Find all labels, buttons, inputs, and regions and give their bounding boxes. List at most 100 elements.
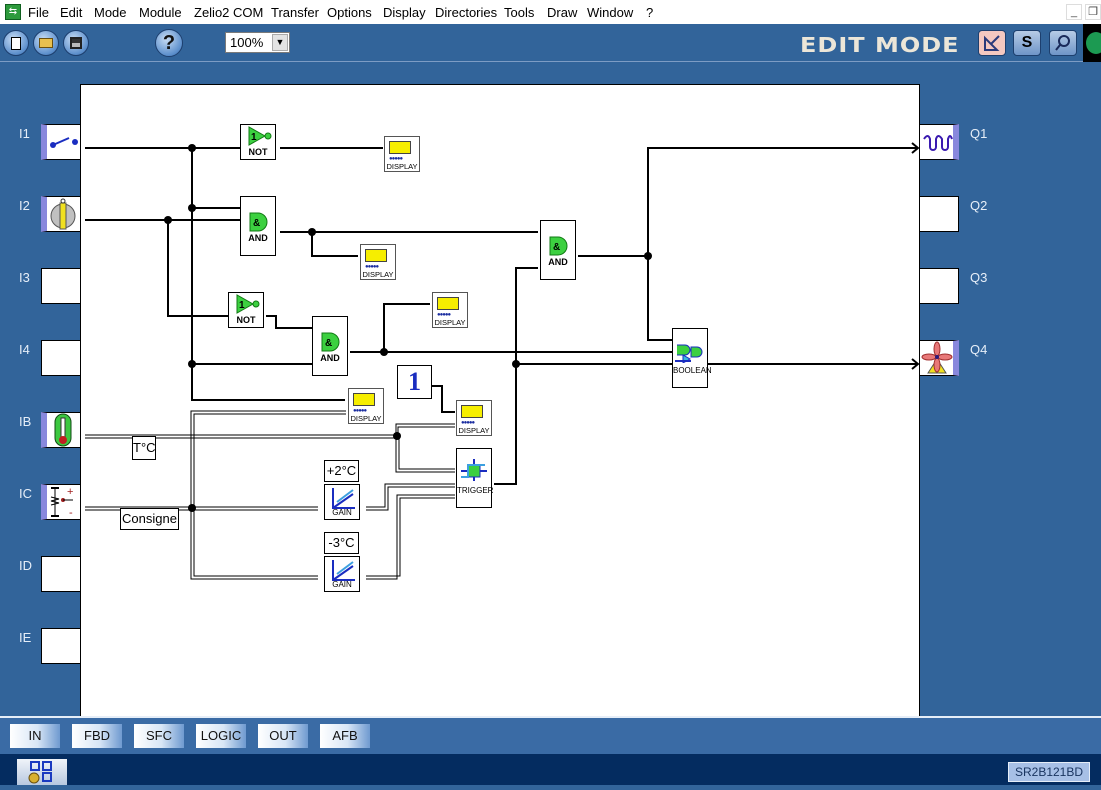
display-label: DISPLAY xyxy=(350,414,382,423)
constant-block[interactable]: 1 xyxy=(397,365,432,399)
output-label-q2: Q2 xyxy=(970,198,988,213)
switch-icon xyxy=(50,137,78,148)
output-label-q4: Q4 xyxy=(970,342,988,357)
boolean-label: BOOLEAN xyxy=(673,366,712,375)
save-button[interactable] xyxy=(63,30,89,56)
tab-fbd[interactable]: FBD xyxy=(72,724,122,748)
new-file-button[interactable] xyxy=(3,30,29,56)
trigger-label: TRIGGER xyxy=(457,486,494,495)
not-block-1[interactable]: 1 NOT xyxy=(240,124,276,160)
input-label-i2: I2 xyxy=(19,198,30,213)
menu-help[interactable]: ? xyxy=(646,5,654,20)
display-block-4[interactable]: ●●●●●DISPLAY xyxy=(348,388,384,424)
gain-block-1[interactable]: GAIN xyxy=(324,484,360,520)
input-slot-id[interactable] xyxy=(41,556,81,592)
menu-draw[interactable]: Draw xyxy=(547,5,578,20)
input-slot-i3[interactable] xyxy=(41,268,81,304)
menu-tools[interactable]: Tools xyxy=(504,5,535,20)
fbd-canvas[interactable] xyxy=(80,84,920,716)
input-slot-i2[interactable] xyxy=(41,196,81,232)
display-block-1[interactable]: ●●●●●DISPLAY xyxy=(384,136,420,172)
svg-text:-: - xyxy=(69,507,73,519)
input-slot-ie[interactable] xyxy=(41,628,81,664)
output-slot-q1[interactable] xyxy=(919,124,959,160)
menu-window[interactable]: Window xyxy=(587,5,634,20)
tab-logic[interactable]: LOGIC xyxy=(196,724,246,748)
app-icon[interactable]: ⇆ xyxy=(5,4,21,20)
and-label: AND xyxy=(320,353,340,363)
open-folder-icon xyxy=(39,38,53,48)
program-config-button[interactable] xyxy=(17,759,67,785)
and-label: AND xyxy=(248,233,268,243)
input-label-ic: IC xyxy=(19,486,32,501)
menu-bar: ⇆ File Edit Mode Module Zelio2 COM Trans… xyxy=(0,0,1101,24)
help-button[interactable]: ? xyxy=(155,29,183,57)
and-block-3[interactable]: & AND xyxy=(540,220,576,280)
open-file-button[interactable] xyxy=(33,30,59,56)
input-slot-ib[interactable] xyxy=(41,412,81,448)
minimize-button[interactable]: _ xyxy=(1066,4,1082,20)
zoom-select[interactable]: 100% ▼ xyxy=(225,32,290,53)
tab-out[interactable]: OUT xyxy=(258,724,308,748)
simulation-mode-button[interactable]: S xyxy=(1013,30,1041,56)
tab-in[interactable]: IN xyxy=(10,724,60,748)
display-label: DISPLAY xyxy=(386,162,418,171)
temperature-label[interactable]: T°C xyxy=(132,436,156,460)
coil-icon xyxy=(923,135,953,151)
display-block-3[interactable]: ●●●●●DISPLAY xyxy=(432,292,468,328)
tab-sfc[interactable]: SFC xyxy=(134,724,184,748)
output-slot-q2[interactable] xyxy=(919,196,959,232)
menu-file[interactable]: File xyxy=(28,5,49,20)
output-slot-q3[interactable] xyxy=(919,268,959,304)
gain-block-2[interactable]: GAIN xyxy=(324,556,360,592)
restore-button[interactable]: ❐ xyxy=(1085,4,1101,20)
menu-options[interactable]: Options xyxy=(327,5,372,20)
svg-text:1: 1 xyxy=(239,300,245,311)
input-label-i1: I1 xyxy=(19,126,30,141)
gain1-offset-label[interactable]: +2°C xyxy=(324,460,359,482)
module-model-badge: SR2B121BD xyxy=(1008,762,1090,782)
thermometer-icon xyxy=(54,413,72,447)
gain-label: GAIN xyxy=(332,508,352,517)
status-bar: SR2B121BD xyxy=(0,754,1101,785)
new-file-icon xyxy=(11,36,21,50)
not-gate-icon: 1 xyxy=(236,294,260,314)
input-slot-i1[interactable] xyxy=(41,124,81,160)
function-blocks-gear-icon xyxy=(28,761,52,784)
boolean-block[interactable]: BOOLEAN xyxy=(672,328,712,388)
constant-value: 1 xyxy=(408,367,421,396)
menu-transfer[interactable]: Transfer xyxy=(271,5,319,20)
gain-icon xyxy=(332,560,355,581)
simulation-s-icon: S xyxy=(1021,34,1033,51)
input-slot-ic[interactable]: +- xyxy=(41,484,81,520)
display-block-2[interactable]: ●●●●●DISPLAY xyxy=(360,244,396,280)
display-block-5[interactable]: ●●●●●DISPLAY xyxy=(456,400,492,436)
menu-display[interactable]: Display xyxy=(383,5,426,20)
tab-afb[interactable]: AFB xyxy=(320,724,370,748)
trigger-block[interactable]: TRIGGER xyxy=(456,448,494,508)
not-gate-icon: 1 xyxy=(248,126,272,146)
output-slot-q4[interactable] xyxy=(919,340,959,376)
input-slot-i4[interactable] xyxy=(41,340,81,376)
menu-module[interactable]: Module xyxy=(139,5,182,20)
display-screen-icon xyxy=(365,249,387,262)
display-label: DISPLAY xyxy=(458,426,490,435)
gain2-offset-label[interactable]: -3°C xyxy=(324,532,359,554)
chevron-down-icon[interactable]: ▼ xyxy=(272,34,288,51)
monitoring-mode-button[interactable] xyxy=(1049,30,1077,56)
hysteresis-icon xyxy=(461,459,487,481)
svg-text:1: 1 xyxy=(251,132,257,143)
output-label-q3: Q3 xyxy=(970,270,988,285)
and-block-1[interactable]: & AND xyxy=(240,196,276,256)
menu-mode[interactable]: Mode xyxy=(94,5,127,20)
menu-zelio2-com[interactable]: Zelio2 COM xyxy=(194,5,264,20)
save-icon xyxy=(70,37,82,49)
setpoint-label[interactable]: Consigne xyxy=(120,508,179,530)
svg-text:&: & xyxy=(253,218,260,229)
menu-directories[interactable]: Directories xyxy=(435,5,498,20)
edit-mode-button[interactable] xyxy=(978,30,1006,56)
menu-edit[interactable]: Edit xyxy=(60,5,83,20)
not-block-2[interactable]: 1 NOT xyxy=(228,292,264,328)
svg-text:&: & xyxy=(325,338,332,349)
and-block-2[interactable]: & AND xyxy=(312,316,348,376)
